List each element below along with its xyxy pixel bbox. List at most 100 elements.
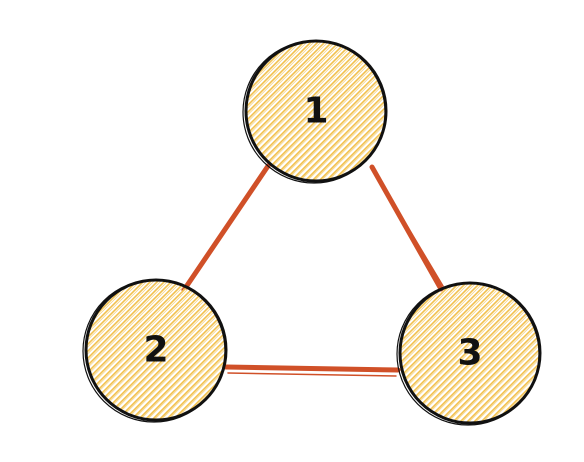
hatch-line [156, 280, 226, 420]
hatch-line [445, 283, 540, 423]
hatch-line [149, 280, 226, 420]
hatch-line [400, 283, 462, 423]
hatch-line [260, 41, 386, 181]
hatch-line [86, 280, 164, 420]
hatch-line [400, 283, 499, 423]
hatch-line [128, 280, 226, 420]
hatch-line [194, 280, 226, 420]
hatch-line [86, 280, 169, 420]
hatch-line [400, 283, 436, 423]
edge-2-3 [223, 364, 401, 377]
hatch-line [246, 41, 301, 181]
hatch-line [361, 41, 386, 181]
hatch-line [86, 280, 226, 420]
hatch-line [166, 280, 226, 420]
hatch-line [177, 280, 226, 420]
hatch-line [246, 41, 322, 181]
hatch-line [131, 280, 226, 420]
hatch-line [246, 41, 364, 181]
hatch-line [330, 41, 386, 181]
hatch-line [400, 283, 471, 423]
hatch-line [107, 280, 226, 420]
hatch-line [541, 281, 584, 425]
hatch-line [208, 280, 226, 420]
hatch-line [246, 41, 357, 181]
hatch-line [246, 41, 324, 181]
hatch-line [110, 280, 226, 420]
hatch-line [400, 283, 540, 423]
hatch-line [484, 283, 540, 423]
hatch-line [302, 41, 386, 181]
hatch-line [281, 41, 386, 181]
hatch-line [347, 41, 386, 181]
hatch-line [274, 41, 386, 181]
hatch-line [400, 283, 476, 423]
edge-line-sketch [227, 372, 397, 377]
hatch-line [246, 41, 296, 181]
hatch-line [191, 280, 226, 420]
hatch-line [400, 283, 527, 423]
hatch-line [100, 280, 226, 420]
hatch-line [400, 283, 408, 423]
hatch-line [372, 41, 386, 181]
hatch-line [340, 41, 386, 181]
hatch-line [86, 280, 120, 420]
hatch-line [400, 283, 490, 423]
edge-1-3 [369, 164, 444, 292]
hatch-line [246, 41, 331, 181]
hatch-line [86, 280, 204, 420]
hatch-line [316, 41, 386, 181]
hatch-line [201, 280, 226, 420]
hatch-line [368, 41, 386, 181]
hatch-line [86, 280, 213, 420]
hatch-line [463, 283, 540, 423]
node-outline-sketch [396, 282, 540, 426]
hatch-line [400, 283, 478, 423]
hatch-line [187, 280, 226, 420]
hatch-line [390, 40, 533, 182]
hatch-line [267, 41, 386, 181]
hatch-line [246, 41, 366, 181]
hatch-line [456, 283, 540, 423]
hatch-line [379, 41, 386, 181]
hatch-line [333, 41, 386, 181]
hatch-line [246, 41, 329, 181]
hatch-line [400, 283, 513, 423]
hatch-line [86, 280, 185, 420]
hatch-line [246, 41, 373, 181]
hatch-line [246, 41, 275, 181]
hatch-line [246, 41, 308, 181]
hatch-line [86, 280, 171, 420]
hatch-line [205, 280, 226, 420]
hatch-line [400, 283, 520, 423]
hatch-line [173, 280, 226, 420]
hatch-line [86, 280, 162, 420]
hatch-line [86, 280, 197, 420]
hatch-line [515, 283, 540, 423]
hatch-line [246, 41, 303, 181]
hatch-line [400, 283, 429, 423]
hatch-line [400, 283, 450, 423]
edge-line-sketch [374, 171, 444, 287]
hatch-line [142, 280, 226, 420]
hatch-line [298, 41, 386, 181]
hatch-line [277, 41, 386, 181]
hatch-line [449, 283, 540, 423]
hatch-line [86, 280, 192, 420]
hatch-line [375, 41, 386, 181]
hatch-line [86, 280, 157, 420]
hatch-line [246, 41, 247, 181]
hatch-line [358, 41, 386, 181]
hatch-line [135, 280, 226, 420]
hatch-line [284, 41, 386, 181]
hatch-line [428, 283, 540, 423]
hatch-line [219, 280, 226, 420]
hatch-line [86, 280, 211, 420]
hatch-line [246, 41, 359, 181]
hatch-line [86, 280, 148, 420]
hatch-line [145, 280, 226, 420]
hatch-line [414, 283, 540, 423]
hatch-line [222, 280, 226, 420]
hatch-line [442, 283, 540, 423]
